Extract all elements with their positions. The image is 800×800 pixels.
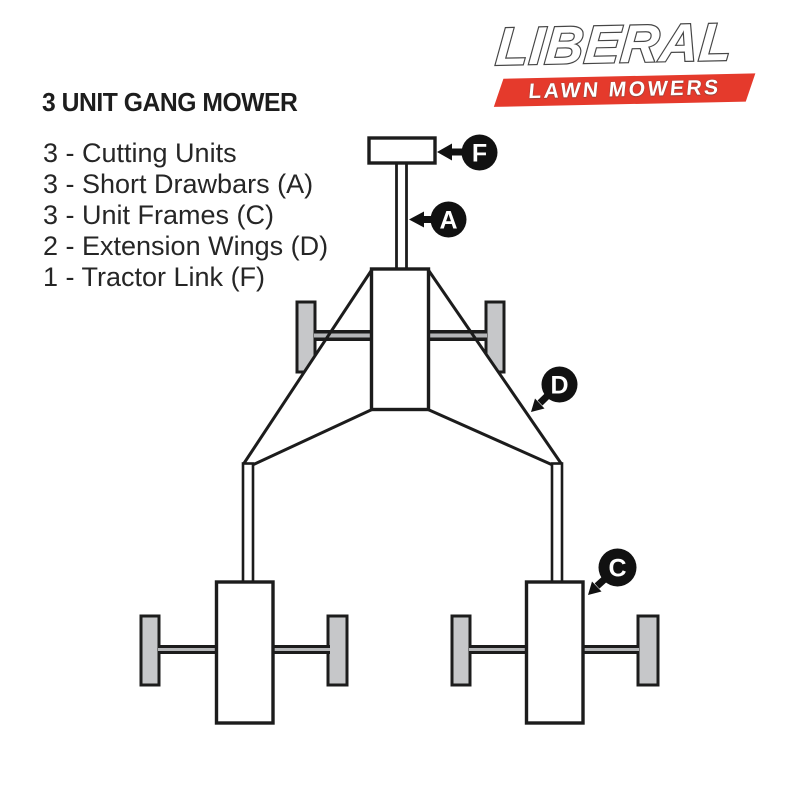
axle-stripe	[314, 333, 372, 338]
callout-arrowhead	[437, 143, 452, 161]
axle-stripe	[469, 648, 527, 651]
axle-stripe	[158, 648, 218, 651]
axle-stripe	[582, 648, 639, 651]
parts-list-item-tractor-link: 1 - Tractor Link (F)	[43, 262, 266, 292]
callout-c: C	[588, 548, 637, 595]
wing-rod	[427, 408, 553, 466]
tractor-link	[367, 136, 437, 165]
callout-letter-f: F	[472, 140, 487, 168]
callout-arrowhead	[409, 211, 424, 228]
callout-arrowhead	[531, 398, 545, 412]
callout-circle	[541, 366, 578, 403]
wing-rod	[242, 268, 374, 465]
wing-rod	[252, 408, 373, 466]
parts-list: 3 - Cutting Units 3 - Short Drawbars (A)…	[43, 138, 328, 293]
right-unit	[450, 580, 660, 725]
parts-list-item-extension-wings: 2 - Extension Wings (D)	[43, 231, 329, 261]
callout-circle	[461, 134, 498, 171]
wheel	[450, 614, 472, 687]
callout-d: D	[531, 366, 578, 412]
callout-circle	[430, 201, 467, 238]
left-unit-drawbar	[241, 462, 255, 585]
callout-letter-a: A	[439, 207, 457, 235]
page-title: 3 UNIT GANG MOWER	[42, 87, 298, 117]
parts-list-item-short-drawbars: 3 - Short Drawbars (A)	[43, 169, 314, 199]
extension-wing-rods	[242, 268, 563, 466]
callout-circle	[598, 548, 637, 587]
callout-f: F	[437, 134, 498, 171]
callout-a: A	[409, 201, 467, 238]
brand-wordmark-text: LIBERAL	[494, 13, 735, 77]
brand-wordmark: LIBERAL	[493, 12, 737, 78]
wheel	[326, 614, 349, 687]
left-unit-frame	[214, 580, 275, 725]
axle-stripe	[428, 333, 487, 338]
callout-letter-c: C	[608, 555, 626, 583]
center-unit-axles	[314, 330, 487, 341]
callout-letter-d: D	[550, 372, 568, 400]
wheel	[139, 614, 161, 687]
brand-logo: LIBERAL LAWN MOWERS	[485, 9, 779, 115]
parts-list-item-unit-frames: 3 - Unit Frames (C)	[43, 200, 275, 230]
wing-rod	[426, 268, 563, 465]
wheel	[636, 614, 660, 687]
axle-stripe	[272, 648, 330, 651]
left-unit	[139, 580, 349, 725]
center-unit-frame	[369, 267, 431, 412]
right-unit-frame	[524, 580, 585, 725]
callout-arrowhead	[588, 581, 602, 595]
parts-list-item-cutting-units: 3 - Cutting Units	[43, 138, 237, 168]
short-drawbar-a	[395, 160, 408, 272]
right-unit-drawbar	[550, 462, 564, 585]
